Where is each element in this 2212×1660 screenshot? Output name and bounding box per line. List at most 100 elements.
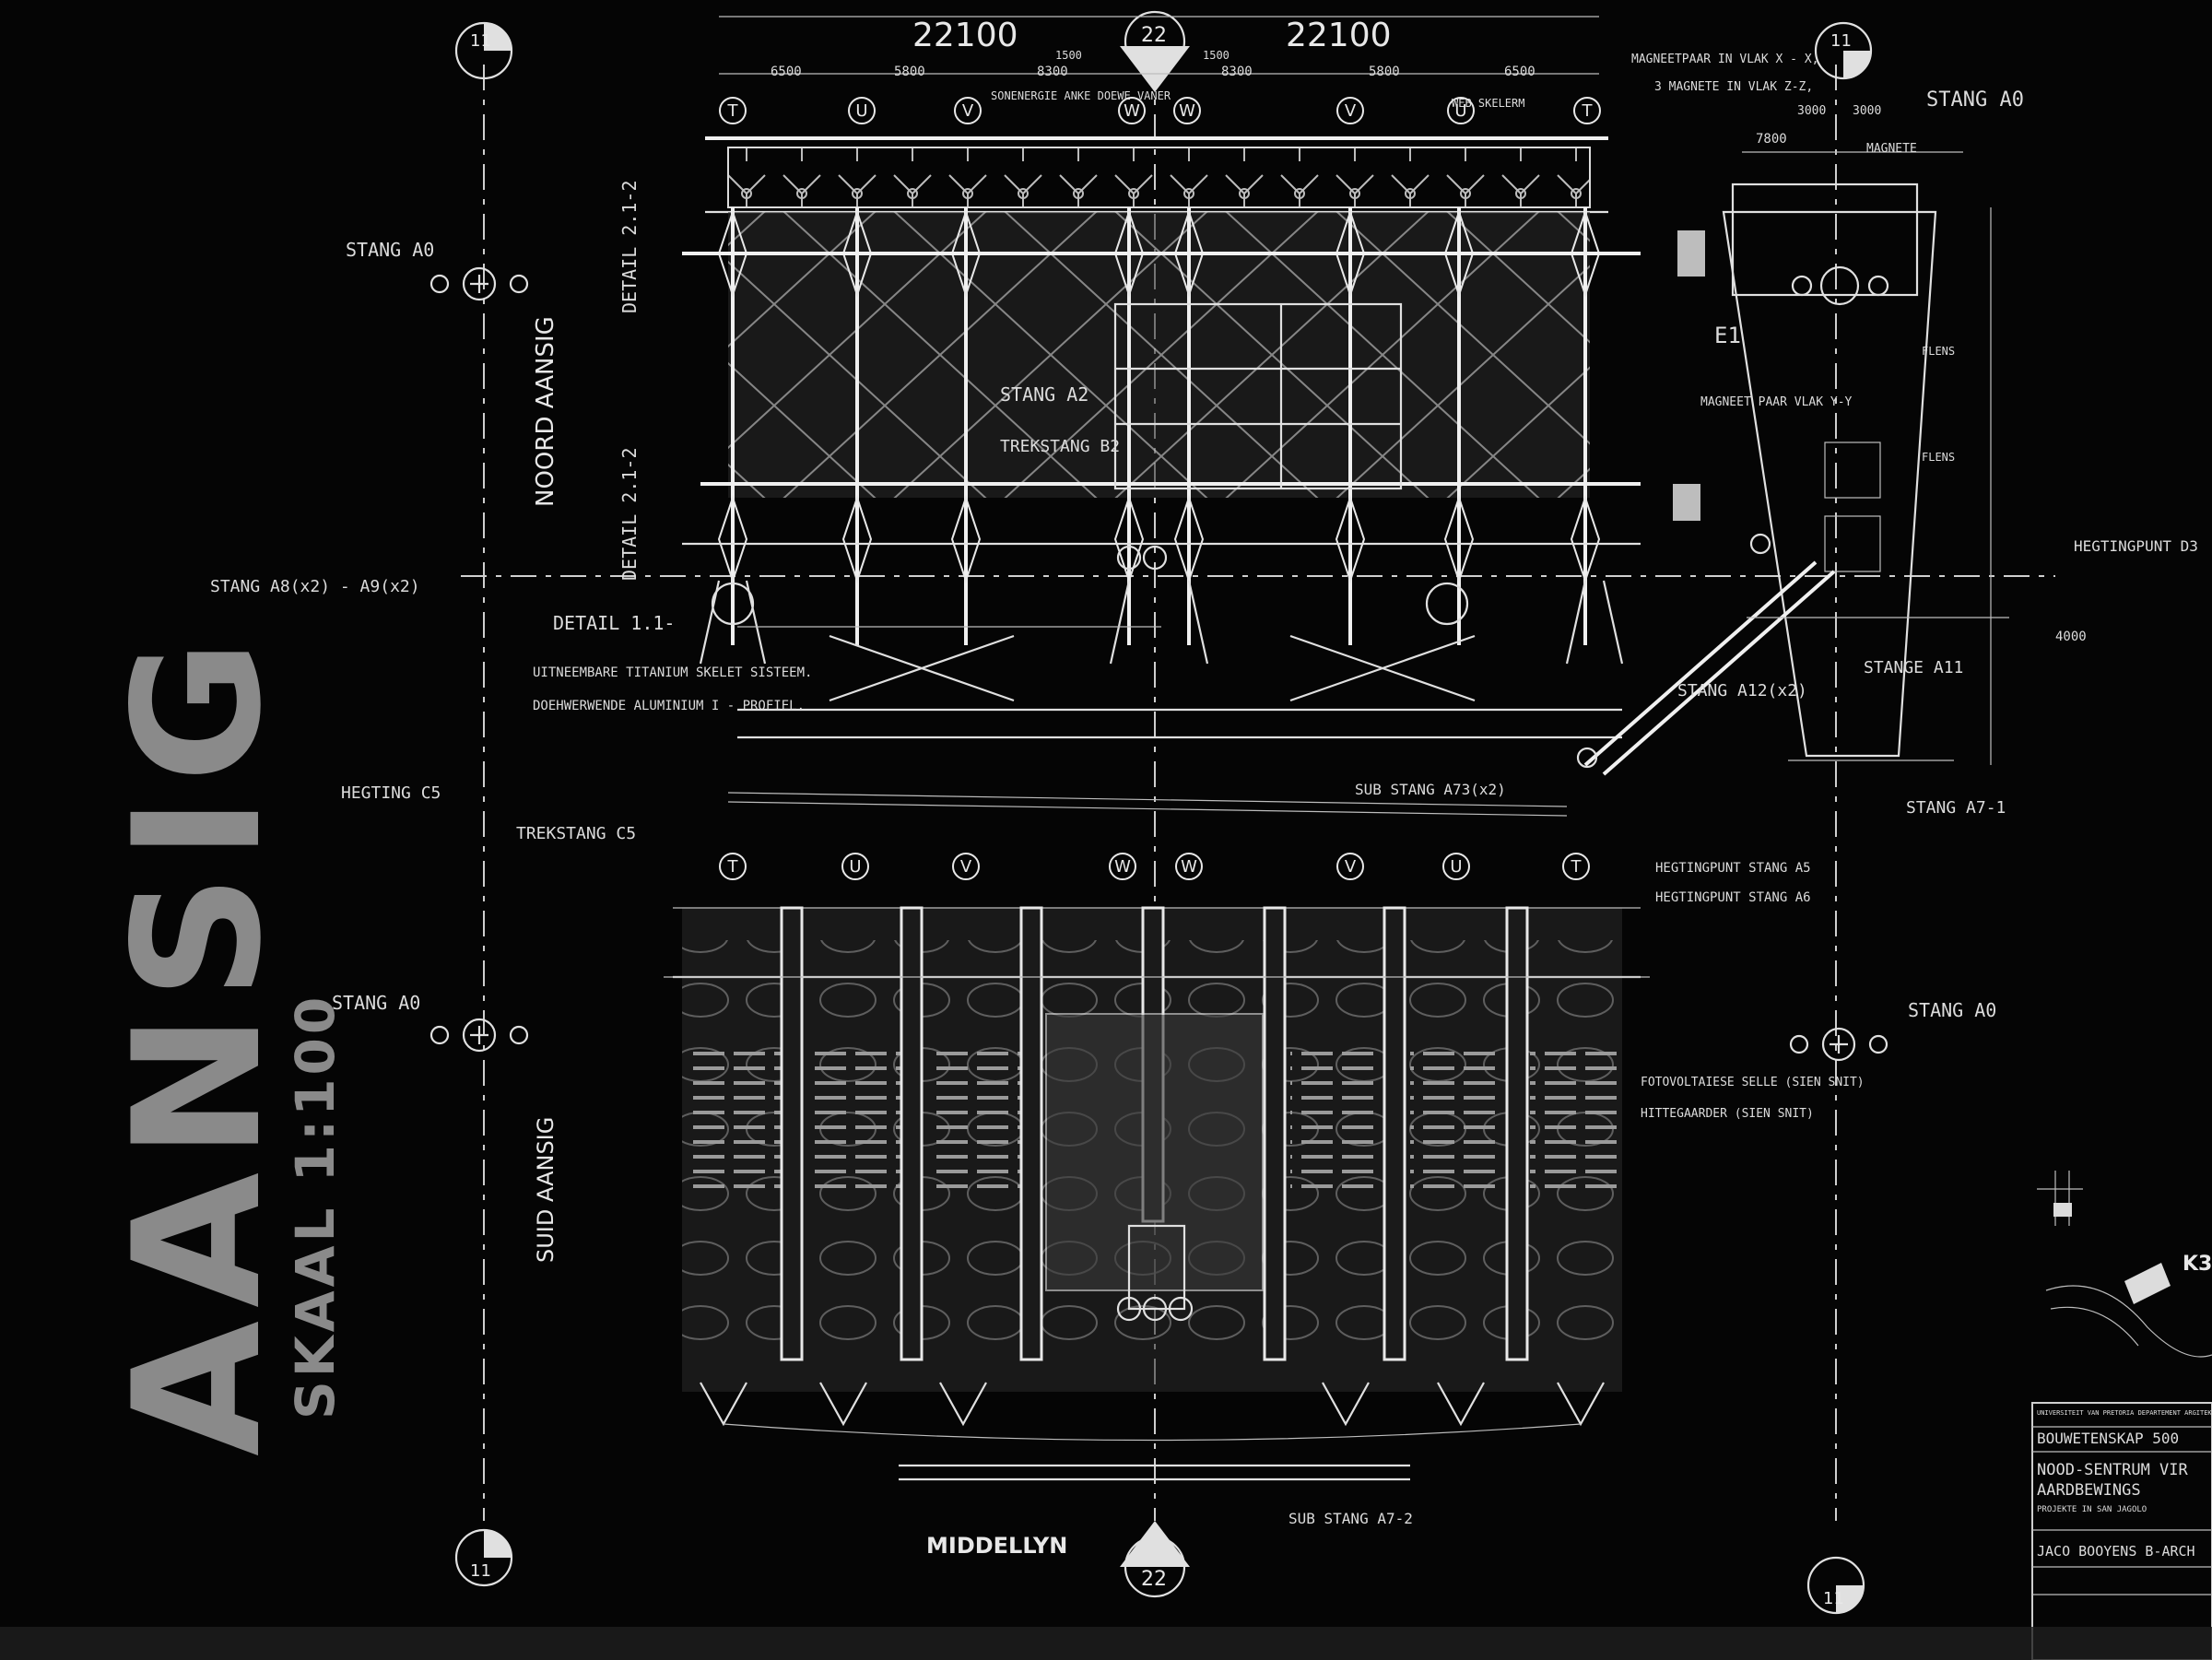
grid-bubble: W: [1118, 97, 1146, 124]
annotation: K3: [2183, 1253, 2212, 1276]
annotation: TREKSTANG C5: [516, 824, 636, 843]
centreline-label: MIDDELLYN: [926, 1533, 1067, 1559]
south-strip: [1263, 906, 1287, 1361]
sheet-scale: SKAAL 1:100: [284, 994, 347, 1419]
annotation: 3 MAGNETE IN VLAK Z-Z,: [1654, 80, 1813, 94]
sheet-bottom-edge: [0, 1627, 2212, 1660]
annotation: 3000: [1853, 104, 1881, 118]
annotation: STANG A2: [1000, 383, 1088, 406]
stang-targets: [429, 266, 1888, 1062]
dimension-segment: 5800: [894, 65, 925, 79]
grid-bubble: W: [1173, 97, 1201, 124]
annotation: STANG A0: [332, 992, 420, 1014]
annotation: MAGNETE: [1866, 142, 1917, 156]
south-elevation: [664, 906, 1650, 1481]
dimension-segment: 1500: [1203, 49, 1230, 62]
grid-bubble: U: [1442, 853, 1470, 880]
title-block-author: JACO BOOYENS B-ARCH: [2037, 1543, 2195, 1560]
grid-bubble-label: T: [727, 857, 739, 877]
grid-bubble: U: [841, 853, 869, 880]
north-columns: [731, 207, 1587, 645]
grid-bubble-label: W: [1181, 857, 1197, 877]
annotation: HEGTINGPUNT STANG A5: [1655, 861, 1811, 876]
grid-bubble: V: [1336, 97, 1364, 124]
grid-bubble: U: [1447, 97, 1475, 124]
grid-bubble-label: V: [1345, 857, 1357, 877]
annotation: STANGE A11: [1864, 658, 1963, 677]
annotation: STANG A0: [1908, 999, 1996, 1021]
annotation: STANG A0: [1926, 88, 2024, 112]
annotation: DOEHWERWENDE ALUMINIUM I - PROFIEL.: [533, 699, 805, 713]
north-elevation: [682, 136, 1641, 817]
grid-bubble-label: V: [962, 101, 974, 121]
dimension-left-total: 22100: [912, 17, 1018, 54]
title-block-project-2: AARDBEWINGS: [2037, 1481, 2141, 1500]
grid-bubble-label: W: [1179, 101, 1195, 121]
south-strip: [900, 906, 924, 1361]
annotation: SUB STANG A7-2: [1288, 1510, 1413, 1527]
sheet-title-group: AANSIG SKAAL 1:100: [96, 626, 347, 1456]
dimension-segment: 8300: [1221, 65, 1253, 79]
annotation: DETAIL 1.1-: [553, 612, 675, 634]
title-block: UNIVERSITEIT VAN PRETORIA DEPARTEMENT AR…: [2031, 1402, 2212, 1660]
title-block-project-1: NOOD-SENTRUM VIR: [2037, 1461, 2189, 1479]
north-right-assembly: [1576, 151, 2009, 776]
sheet-title: AANSIG: [96, 626, 300, 1456]
section-marker-bottom-left: 11: [454, 1528, 513, 1587]
grid-bubbles-south: T U V W W V U T: [719, 853, 1590, 880]
section-mark-label: 11: [470, 1561, 491, 1581]
target-south-right: [1789, 1027, 1888, 1062]
annotation: HEGTING C5: [341, 783, 441, 803]
top-dimensions: 22100 22100 6500 5800 8300 1500 1500 830…: [719, 16, 1599, 79]
grid-bubble: V: [1336, 853, 1364, 880]
grid-bubbles-top: T U V W W V U T: [719, 97, 1601, 124]
corner-sketch: [2037, 1171, 2212, 1358]
grid-bubble-label: U: [1454, 101, 1466, 121]
title-block-institution: UNIVERSITEIT VAN PRETORIA DEPARTEMENT AR…: [2037, 1409, 2212, 1417]
annotation: STANG A7-1: [1906, 798, 2006, 818]
target-south-left: [429, 1018, 529, 1053]
section-mark-label: 22: [1141, 1568, 1167, 1591]
section-marker-top-left: 11: [454, 21, 513, 80]
annotation: UITNEEMBARE TITANIUM SKELET SISTEEM.: [533, 665, 812, 680]
south-view-label: SUID AANSIG: [533, 1117, 559, 1263]
annotation: MAGNEETPAAR IN VLAK X - X,: [1631, 53, 1819, 66]
grid-bubble-label: T: [727, 101, 739, 121]
annotation: STANG A8(x2) - A9(x2): [210, 577, 420, 596]
section-mark-label: 11: [1823, 1589, 1844, 1608]
section-markers: 11 22 11 11 22 11: [454, 10, 1873, 1615]
section-mark-label: 22: [1141, 24, 1167, 47]
dimension-right-total: 22100: [1286, 17, 1392, 54]
section-mark-label: 11: [1830, 31, 1852, 51]
annotation: 7800: [1756, 132, 1787, 147]
annotation: HEGTINGPUNT STANG A6: [1655, 890, 1811, 905]
grid-bubble-label: U: [855, 101, 867, 121]
annotation: FOTOVOLTAIESE SELLE (SIEN SNIT): [1641, 1076, 1865, 1089]
annotation: WEB SKELERM: [1452, 97, 1524, 110]
grid-bubble: T: [1573, 97, 1601, 124]
dimension-segment: 1500: [1055, 49, 1082, 62]
dimension-segment: 8300: [1037, 65, 1068, 79]
title-block-course: BOUWETENSKAP 500: [2037, 1430, 2179, 1447]
detail-bottom-label: DETAIL 2.1-2: [618, 448, 641, 582]
dimension-segment: 5800: [1369, 65, 1400, 79]
north-view-label: NOORD AANSIG: [532, 316, 559, 507]
annotation: FLENS: [1922, 451, 1955, 464]
grid-bubble: T: [719, 97, 747, 124]
grid-bubble-label: W: [1114, 857, 1131, 877]
grid-bubble: V: [954, 97, 982, 124]
north-legs: [699, 580, 1624, 702]
grid-bubble: T: [1562, 853, 1590, 880]
annotation: FLENS: [1922, 345, 1955, 358]
section-marker-bottom-right: 11: [1806, 1556, 1865, 1615]
annotation: STANG A12(x2): [1677, 681, 1807, 700]
grid-bubble: T: [719, 853, 747, 880]
annotation: TREKSTANG B2: [1000, 437, 1120, 456]
target-north-left: [429, 266, 529, 301]
south-strip: [780, 906, 804, 1361]
section-marker-top-middle: 22: [1120, 10, 1190, 92]
grid-bubble-label: V: [1345, 101, 1357, 121]
annotation: HEGTINGPUNT D3: [2074, 537, 2198, 555]
annotation: MAGNEET PAAR VLAK Y-Y: [1700, 395, 1853, 409]
